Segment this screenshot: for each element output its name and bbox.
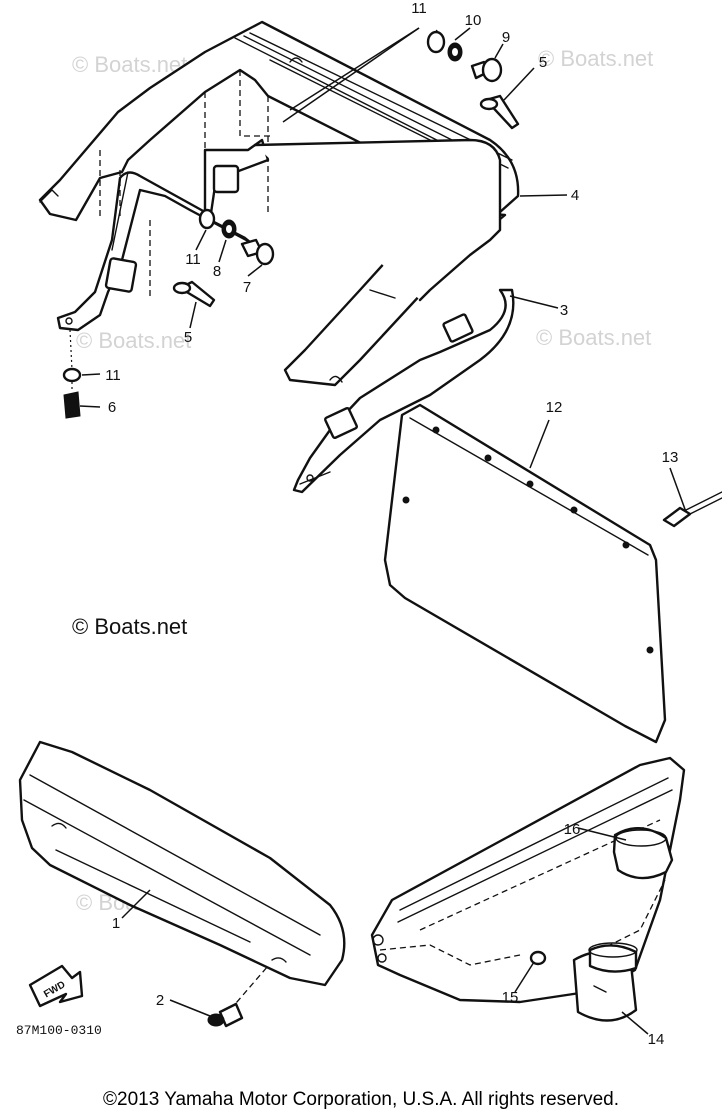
nut-6 <box>63 391 81 419</box>
callout-5-top: 5 <box>539 54 547 71</box>
washer-11-mid <box>198 208 216 230</box>
callout-15: 15 <box>502 989 519 1006</box>
callout-4: 4 <box>571 187 579 204</box>
callout-16: 16 <box>564 821 581 838</box>
copyright-notice: ©2013 Yamaha Motor Corporation, U.S.A. A… <box>103 1089 619 1110</box>
callout-9: 9 <box>502 29 510 46</box>
watermark-2: © Boats.net <box>538 46 653 71</box>
washer-11-low <box>62 367 82 383</box>
callout-14: 14 <box>648 1031 665 1048</box>
callout-5-left: 5 <box>184 329 192 346</box>
part-2-screw <box>207 1002 244 1028</box>
callouts: 11 10 9 5 4 11 8 7 5 3 11 6 12 13 16 1 2… <box>105 0 678 1048</box>
callout-1: 1 <box>112 915 120 932</box>
callout-6: 6 <box>108 399 116 416</box>
callout-11-top: 11 <box>411 0 427 17</box>
watermark-1: © Boats.net <box>72 52 187 77</box>
part-12-panel <box>383 403 667 744</box>
part-housing-lower-right <box>370 756 686 1022</box>
callout-7: 7 <box>243 279 251 296</box>
callout-2: 2 <box>156 992 164 1009</box>
callout-10: 10 <box>465 12 482 29</box>
callout-12: 12 <box>546 399 563 416</box>
part-1-bumper <box>18 740 346 1011</box>
fwd-arrow: FWD <box>28 964 84 1008</box>
drawing-code: 87M100-0310 <box>16 1023 102 1038</box>
callout-8: 8 <box>213 263 221 280</box>
watermark-3: © Boats.net <box>76 328 191 353</box>
leader-lines <box>79 27 687 1035</box>
washer-11-top <box>426 30 446 54</box>
fasteners <box>62 30 520 419</box>
callout-11-mid: 11 <box>185 251 201 268</box>
part-3-handle-frame <box>56 138 515 494</box>
callout-11-low: 11 <box>105 367 121 384</box>
callout-13: 13 <box>662 449 679 466</box>
watermark-main: © Boats.net <box>72 614 187 639</box>
part-13-clip <box>662 491 722 528</box>
callout-3: 3 <box>560 302 568 319</box>
watermark-4: © Boats.net <box>536 325 651 350</box>
